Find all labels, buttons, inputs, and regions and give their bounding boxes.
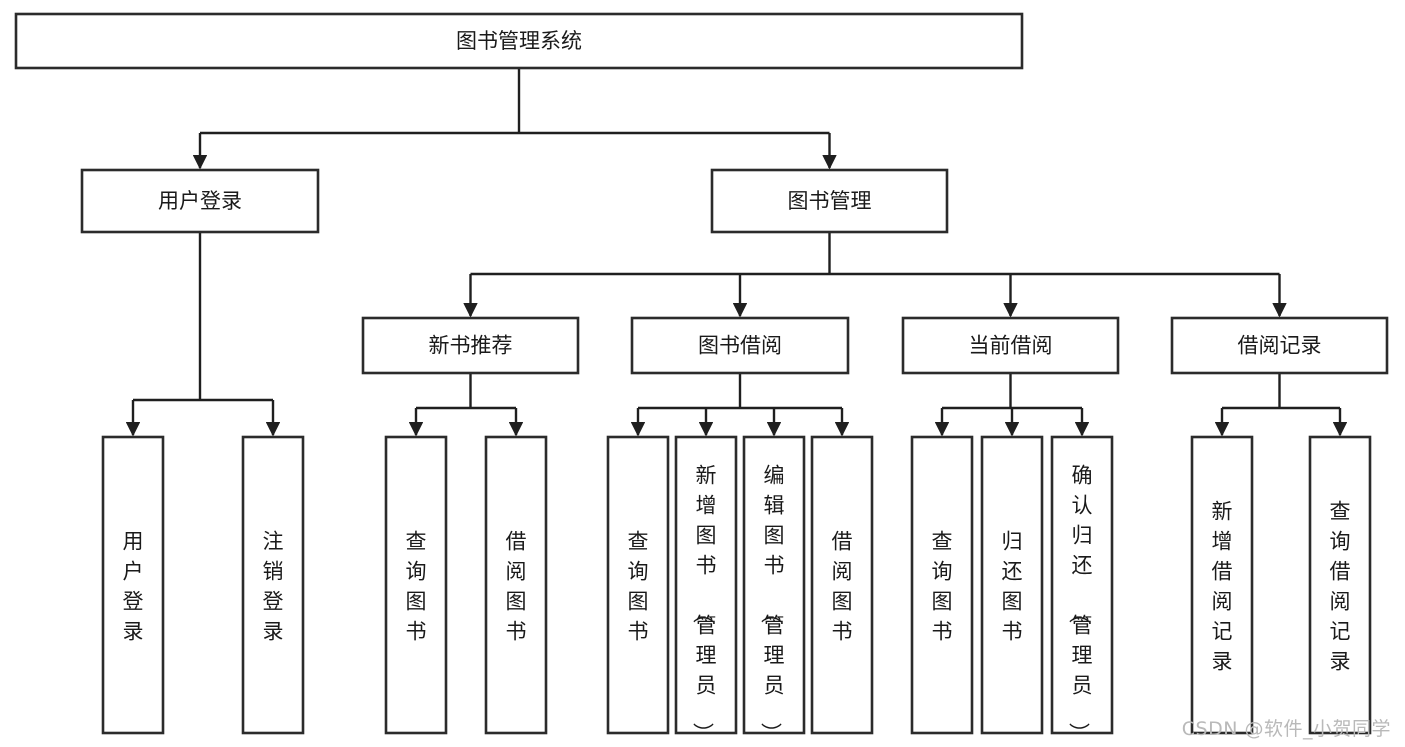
leaf-1-注销登录[interactable]: 注销登录: [241, 435, 305, 735]
leaf-9-归还图书-rect: [980, 435, 1044, 735]
leaf-8-查询图书-label: 查询图书: [932, 529, 953, 643]
leaf-5-新增图书管理员-label: 新增图书（管理员）: [691, 463, 717, 743]
leaf-4-查询图书-rect: [606, 435, 670, 735]
leaf-11-新增借阅记录-label: 新增借阅记录: [1212, 499, 1233, 673]
leaf-9-归还图书[interactable]: 归还图书: [980, 435, 1044, 735]
leaf-4-查询图书[interactable]: 查询图书: [606, 435, 670, 735]
node-l2-用户登录[interactable]: 用户登录: [80, 168, 320, 234]
node-l2-用户登录-rect: [80, 168, 320, 234]
leaf-7-借阅图书-label: 借阅图书: [832, 529, 853, 643]
node-l3-借阅记录-label: 借阅记录: [1238, 334, 1322, 358]
leaf-1-注销登录-rect: [241, 435, 305, 735]
leaf-10-确认归还管理员-rect: [1050, 435, 1114, 735]
leaf-12-查询借阅记录-rect: [1308, 435, 1372, 735]
leaf-2-查询图书[interactable]: 查询图书: [384, 435, 448, 735]
node-l3-新书推荐-rect: [361, 316, 580, 375]
node-l3-借阅记录[interactable]: 借阅记录: [1170, 316, 1389, 375]
leaf-1-注销登录-label: 注销登录: [263, 529, 284, 643]
leaf-3-借阅图书-label: 借阅图书: [506, 529, 527, 643]
node-l2-用户登录-label: 用户登录: [158, 189, 242, 213]
leaf-10-确认归还管理员[interactable]: 确认归还（管理员）: [1050, 435, 1114, 743]
leaf-5-新增图书管理员-rect: [674, 435, 738, 735]
node-l3-当前借阅[interactable]: 当前借阅: [901, 316, 1120, 375]
leaf-3-借阅图书[interactable]: 借阅图书: [484, 435, 548, 735]
leaf-9-归还图书-label: 归还图书: [1002, 529, 1023, 643]
node-root-图书管理系统[interactable]: 图书管理系统: [14, 12, 1024, 70]
node-l3-借阅记录-rect: [1170, 316, 1389, 375]
leaf-4-查询图书-label: 查询图书: [628, 529, 649, 643]
node-l3-当前借阅-rect: [901, 316, 1120, 375]
leaf-3-借阅图书-rect: [484, 435, 548, 735]
node-l3-图书借阅-rect: [630, 316, 850, 375]
leaf-10-确认归还管理员-label: 确认归还（管理员）: [1067, 463, 1093, 743]
node-l2-图书管理-rect: [710, 168, 949, 234]
node-l3-图书借阅[interactable]: 图书借阅: [630, 316, 850, 375]
leaf-12-查询借阅记录-label: 查询借阅记录: [1330, 499, 1351, 673]
leaf-2-查询图书-label: 查询图书: [406, 529, 427, 643]
node-l3-新书推荐-label: 新书推荐: [429, 334, 513, 358]
node-l3-新书推荐[interactable]: 新书推荐: [361, 316, 580, 375]
connector-layer: [125, 68, 1348, 437]
leaf-5-新增图书管理员[interactable]: 新增图书（管理员）: [674, 435, 738, 743]
node-l3-当前借阅-label: 当前借阅: [969, 334, 1053, 358]
leaf-0-用户登录-label: 用户登录: [123, 529, 144, 643]
node-root-图书管理系统-rect: [14, 12, 1024, 70]
leaf-11-新增借阅记录[interactable]: 新增借阅记录: [1190, 435, 1254, 735]
node-l2-图书管理[interactable]: 图书管理: [710, 168, 949, 234]
leaf-7-借阅图书-rect: [810, 435, 874, 735]
leaf-0-用户登录[interactable]: 用户登录: [101, 435, 165, 735]
leaf-7-借阅图书[interactable]: 借阅图书: [810, 435, 874, 735]
leaf-8-查询图书[interactable]: 查询图书: [910, 435, 974, 735]
leaf-6-编辑图书管理员[interactable]: 编辑图书（管理员）: [742, 435, 806, 743]
leaf-0-用户登录-rect: [101, 435, 165, 735]
node-l2-图书管理-label: 图书管理: [788, 189, 872, 213]
leaf-11-新增借阅记录-rect: [1190, 435, 1254, 735]
leaf-6-编辑图书管理员-label: 编辑图书（管理员）: [759, 463, 785, 743]
leaf-2-查询图书-rect: [384, 435, 448, 735]
leaf-6-编辑图书管理员-rect: [742, 435, 806, 735]
node-l3-图书借阅-label: 图书借阅: [698, 334, 782, 358]
leaf-12-查询借阅记录[interactable]: 查询借阅记录: [1308, 435, 1372, 735]
node-layer: 图书管理系统用户登录图书管理新书推荐图书借阅当前借阅借阅记录用户登录注销登录查询…: [14, 12, 1389, 743]
node-root-图书管理系统-label: 图书管理系统: [456, 29, 582, 53]
leaf-8-查询图书-rect: [910, 435, 974, 735]
